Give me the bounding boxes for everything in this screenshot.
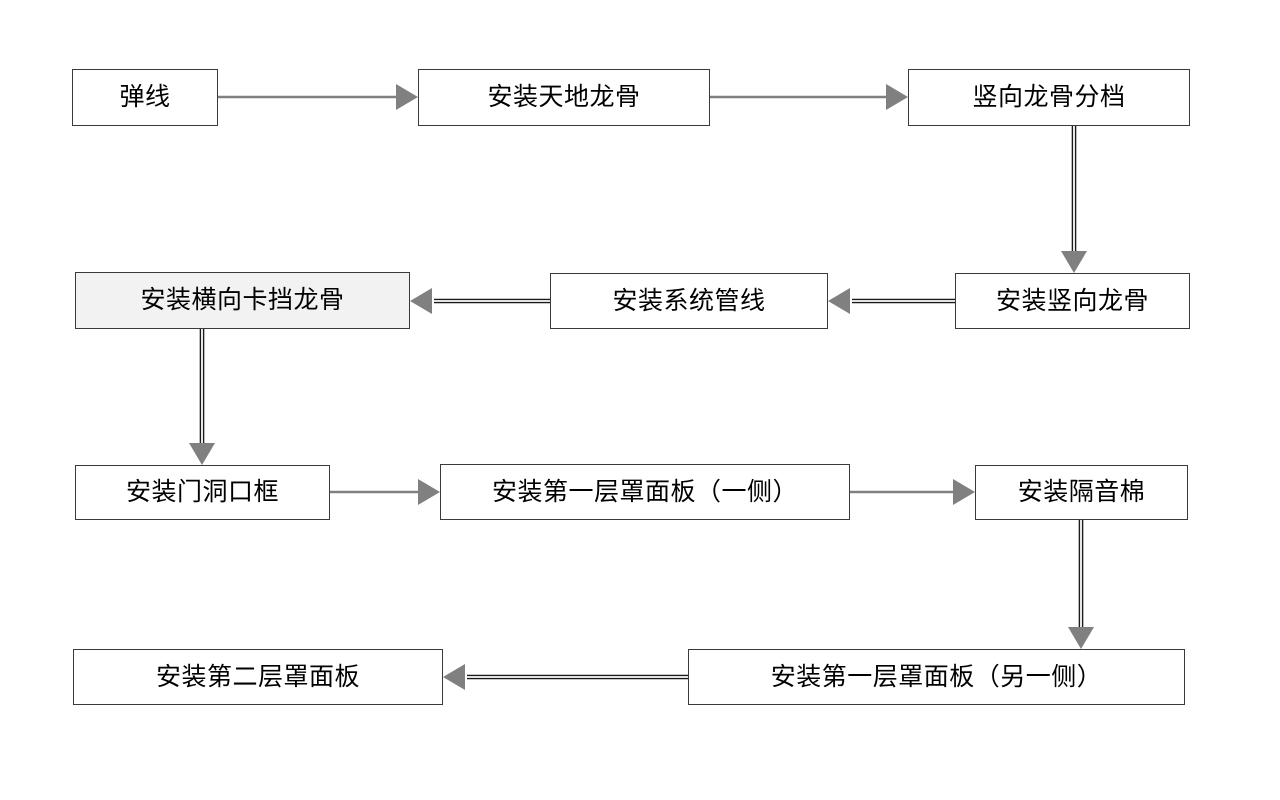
connector-e8 (850, 479, 975, 505)
flow-node-n7[interactable]: 安装门洞口框 (75, 465, 330, 520)
flow-node-label: 安装门洞口框 (125, 478, 279, 506)
arrow-head-icon (410, 288, 432, 314)
connector-e10 (443, 664, 688, 690)
flow-node-label: 安装横向卡挡龙骨 (140, 286, 345, 314)
flow-node-label: 安装第二层罩面板 (155, 662, 360, 691)
arrow-head-icon (189, 443, 215, 465)
arrow-head-icon (953, 479, 975, 505)
connector-e5 (410, 288, 550, 314)
connector-e6 (189, 329, 215, 465)
flow-node-n5[interactable]: 安装系统管线 (550, 273, 828, 329)
flow-node-n2[interactable]: 安装天地龙骨 (418, 69, 710, 126)
connector-e1 (218, 84, 418, 110)
connector-e3 (1061, 126, 1087, 273)
flow-node-n8[interactable]: 安装第一层罩面板（一侧） (440, 464, 850, 520)
connector-e7 (330, 479, 440, 505)
flow-node-n10[interactable]: 安装第一层罩面板（另一侧） (688, 649, 1185, 705)
flow-node-n1[interactable]: 弹线 (72, 69, 218, 126)
arrow-head-icon (1068, 627, 1094, 649)
connector-e9 (1068, 520, 1094, 649)
arrow-head-icon (443, 664, 465, 690)
flow-node-n3[interactable]: 竖向龙骨分档 (908, 69, 1190, 126)
connector-e4 (828, 288, 955, 314)
flow-node-n9[interactable]: 安装隔音棉 (975, 465, 1188, 520)
arrow-head-icon (886, 84, 908, 110)
flow-node-label: 安装天地龙骨 (487, 83, 641, 111)
flow-node-label: 安装第一层罩面板（一侧） (491, 477, 798, 506)
flow-node-label: 安装第一层罩面板（另一侧） (770, 662, 1103, 691)
arrow-head-icon (418, 479, 440, 505)
flow-node-n4[interactable]: 安装竖向龙骨 (955, 273, 1190, 329)
flow-node-label: 安装隔音棉 (1017, 478, 1146, 506)
flow-node-label: 安装竖向龙骨 (995, 286, 1149, 315)
arrow-head-icon (828, 288, 850, 314)
flow-node-n6[interactable]: 安装横向卡挡龙骨 (75, 272, 410, 329)
flow-node-label: 安装系统管线 (612, 286, 766, 315)
arrow-head-icon (1061, 251, 1087, 273)
flow-node-label: 竖向龙骨分档 (972, 83, 1126, 111)
flow-node-label: 弹线 (119, 83, 171, 111)
arrow-head-icon (396, 84, 418, 110)
flow-node-n11[interactable]: 安装第二层罩面板 (73, 649, 443, 705)
connector-e2 (710, 84, 908, 110)
